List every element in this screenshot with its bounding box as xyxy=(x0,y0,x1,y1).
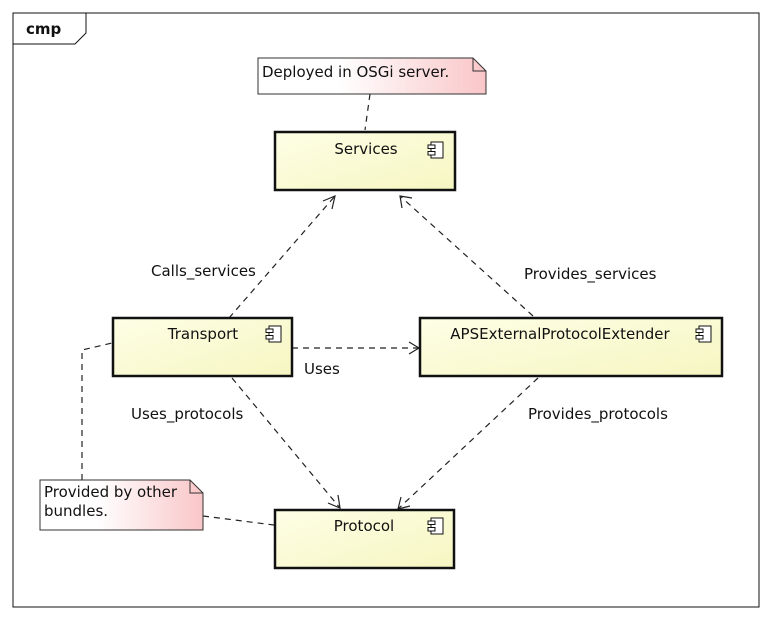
diagram-frame: cmp xyxy=(12,12,760,608)
note-provided-line-2: bundles. xyxy=(44,502,108,520)
component-protocol-name: Protocol xyxy=(334,517,394,535)
label-uses: Uses xyxy=(304,360,340,378)
component-protocol[interactable]: Protocol xyxy=(273,508,456,570)
note-connector-provided-protocol xyxy=(202,515,275,526)
note-deployed: Deployed in OSGi server. xyxy=(257,57,487,95)
component-transport[interactable]: Transport xyxy=(111,316,294,378)
edge-calls-services xyxy=(228,194,336,319)
component-transport-name: Transport xyxy=(167,325,239,343)
note-provided-line-1: Provided by other xyxy=(44,483,178,501)
label-provides-services: Provides_services xyxy=(524,265,657,284)
component-services-name: Services xyxy=(334,140,397,158)
edge-uses-protocols xyxy=(231,377,341,509)
note-connector-provided-transport xyxy=(81,342,113,480)
label-uses-protocols: Uses_protocols xyxy=(131,405,244,424)
edge-provides-services xyxy=(399,195,534,317)
note-connector-deployed xyxy=(364,93,371,131)
component-services[interactable]: Services xyxy=(273,130,457,192)
label-calls-services: Calls_services xyxy=(151,262,256,281)
edge-provides-protocols xyxy=(397,377,539,510)
note-deployed-line-1: Deployed in OSGi server. xyxy=(262,63,449,81)
component-aps-external-protocol-extender[interactable]: APSExternalProtocolExtender xyxy=(418,316,724,378)
edge-uses xyxy=(292,341,421,355)
component-aps-extender-name: APSExternalProtocolExtender xyxy=(450,325,670,343)
note-provided: Provided by other bundles. xyxy=(39,479,204,531)
label-provides-protocols: Provides_protocols xyxy=(528,405,668,424)
frame-label: cmp xyxy=(26,20,62,38)
